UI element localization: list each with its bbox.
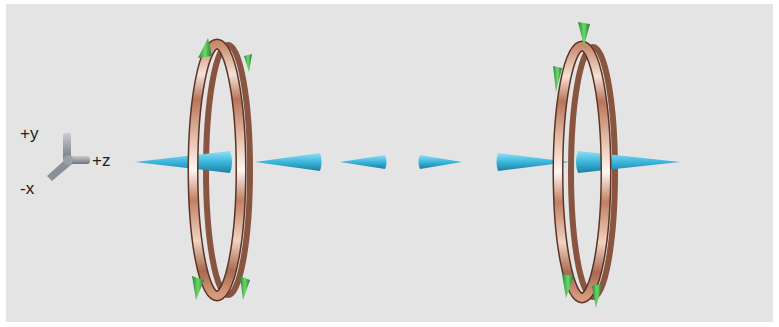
coil-ring-back xyxy=(206,45,615,297)
background xyxy=(6,4,773,322)
axis-label: +z xyxy=(92,152,110,169)
axis-triad xyxy=(47,133,90,181)
axis-label: +y xyxy=(20,125,38,142)
coil-ring-front xyxy=(193,44,606,298)
current-arrows xyxy=(192,22,602,308)
axis-label: -x xyxy=(20,180,34,197)
field-arrows xyxy=(135,151,680,173)
